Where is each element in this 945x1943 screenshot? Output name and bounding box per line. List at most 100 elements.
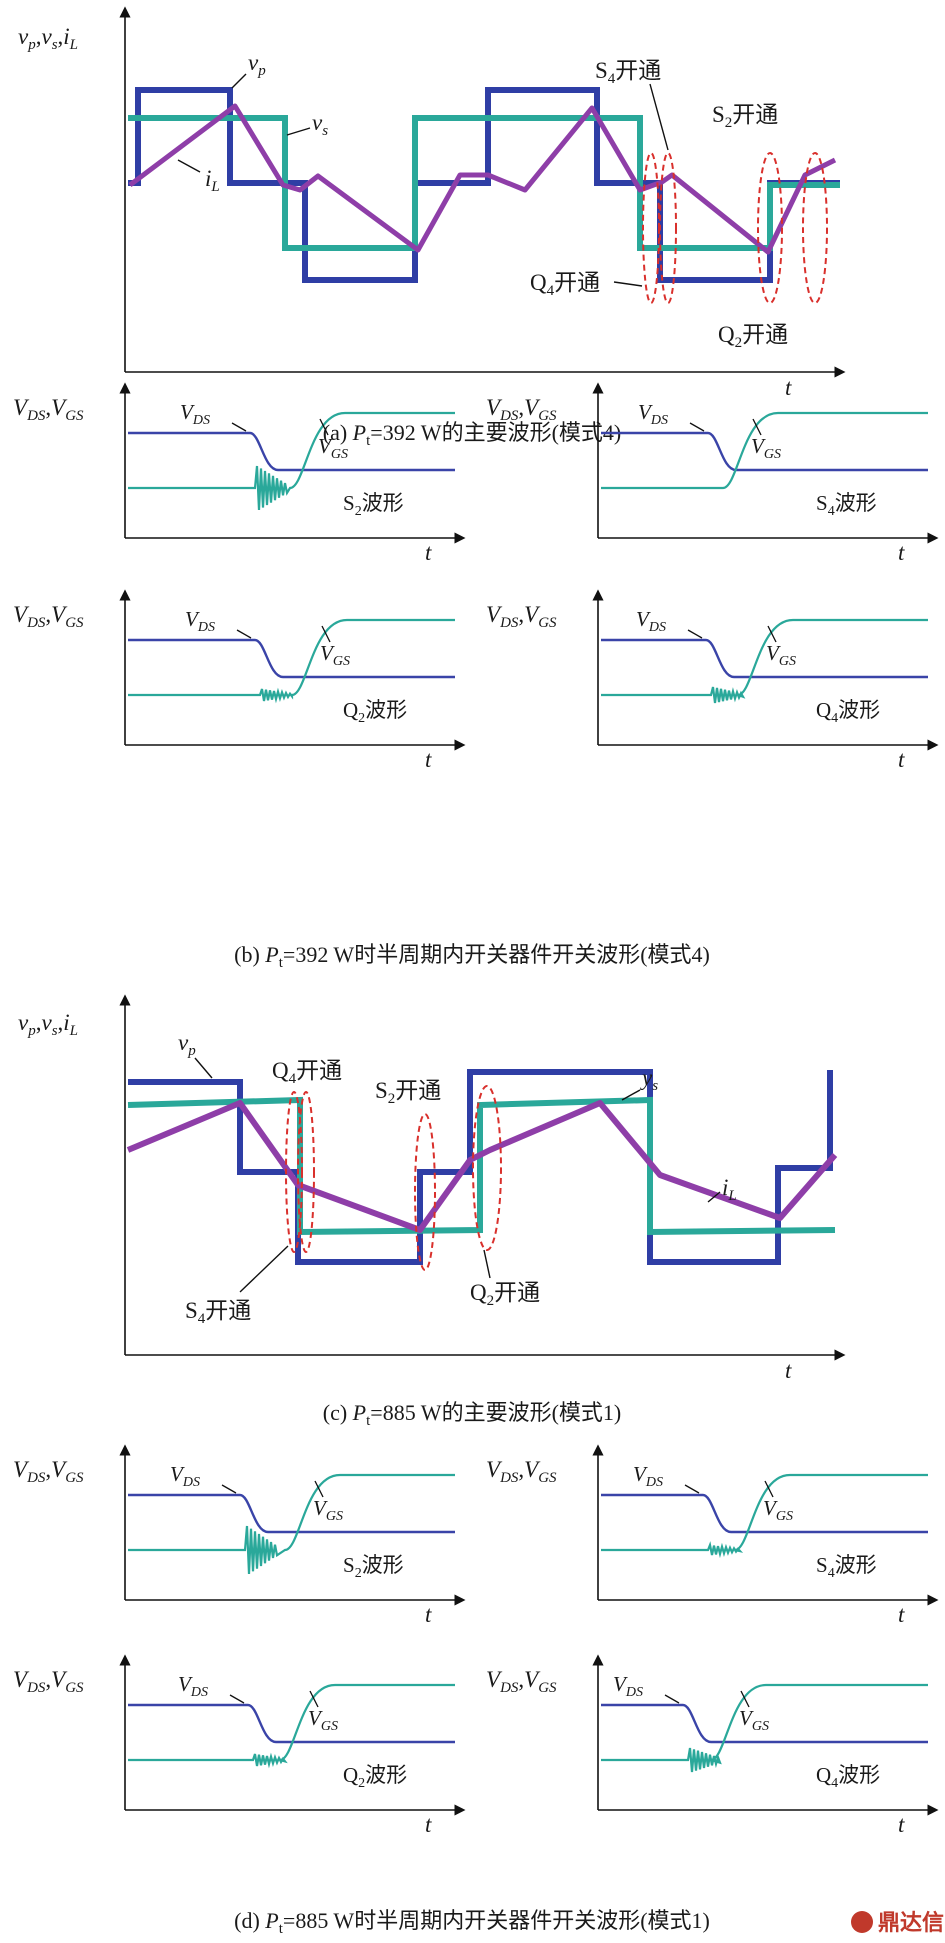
panel-c-vs-series	[127, 1096, 836, 1236]
vds-leader	[236, 629, 252, 639]
vgs-leader	[319, 418, 329, 436]
vgs-label: VGS	[766, 641, 796, 669]
device-name-label: S2波形	[343, 491, 404, 519]
vgs-series	[601, 618, 928, 704]
vgs-label: VGS	[313, 1496, 343, 1524]
panel-a-xlabel: t	[785, 375, 792, 400]
panel-a-S2-annotation: S2开通	[712, 102, 778, 131]
sub-ylabel: VDS,VGS	[13, 395, 84, 424]
sub-xlabel: t	[425, 1812, 432, 1837]
panel-a-iL-leader	[177, 159, 201, 173]
panel-c-S4-annotation: S4开通	[185, 1298, 251, 1327]
sub-ylabel: VDS,VGS	[486, 1457, 557, 1486]
sub-ylabel: VDS,VGS	[13, 1457, 84, 1486]
panel-c-caption: (c) Pt=885 W的主要波形(模式1)	[323, 1400, 621, 1429]
device-name-label: Q4波形	[816, 698, 880, 726]
device-name-label: S4波形	[816, 1553, 877, 1581]
vgs-series	[128, 1683, 455, 1769]
panel-b-sub-4: VDS,VGS t VDS VGS Q4波形	[486, 589, 939, 772]
vgs-leader	[752, 418, 762, 436]
panel-b: VDS,VGStVDSVGSS2波形VDS,VGStVDSVGSS4波形VDS,…	[13, 382, 939, 772]
vgs-leader	[764, 1480, 774, 1498]
vds-leader	[231, 422, 247, 432]
sub-xlabel: t	[898, 1602, 905, 1627]
sub-xlabel: t	[425, 1602, 432, 1627]
sub-ylabel: VDS,VGS	[486, 602, 557, 631]
vds-series	[128, 638, 455, 679]
vds-label: VDS	[185, 607, 215, 635]
panel-a-vs-label: vs	[312, 110, 328, 139]
watermark-text: 鼎达信	[878, 1910, 944, 1936]
vds-label: VDS	[633, 1462, 663, 1490]
vgs-label: VGS	[318, 434, 348, 462]
panel-c-S2-annotation: S2开通	[375, 1078, 441, 1107]
panel-d-caption: (d) Pt=885 W时半周期内开关器件开关波形(模式1)	[234, 1908, 710, 1937]
vds-leader	[687, 629, 703, 639]
panel-a-Q4-annotation: Q4开通	[530, 270, 600, 299]
vgs-label: VGS	[739, 1706, 769, 1734]
vds-series	[128, 1493, 455, 1534]
panel-c-switch-markers	[285, 1085, 502, 1271]
panel-c-Q2-annotation: Q2开通	[470, 1280, 540, 1309]
panel-a-vs-leader	[286, 127, 311, 136]
vds-leader	[229, 1694, 245, 1704]
vds-series	[128, 431, 455, 472]
vds-label: VDS	[178, 1672, 208, 1700]
sub-ylabel: VDS,VGS	[13, 602, 84, 631]
panel-a-vp-series	[128, 87, 840, 283]
vds-label: VDS	[180, 400, 210, 428]
vgs-series	[128, 1473, 455, 1575]
device-name-label: Q4波形	[816, 1763, 880, 1791]
vgs-leader	[767, 625, 777, 643]
panel-c-Q4-annotation: Q4开通	[272, 1058, 342, 1087]
vds-leader	[684, 1484, 700, 1494]
vds-label: VDS	[638, 400, 668, 428]
panel-c-vs-leader	[621, 1089, 641, 1101]
vgs-series	[601, 1473, 928, 1559]
panel-a-switch-markers	[642, 152, 828, 304]
vds-leader	[221, 1484, 237, 1494]
sub-xlabel: t	[898, 540, 905, 565]
panel-c-vp-label: vp	[178, 1030, 196, 1059]
vds-label: VDS	[636, 607, 666, 635]
panel-d-sub-2: VDS,VGS t VDS VGS S4波形	[486, 1444, 939, 1627]
vgs-label: VGS	[763, 1496, 793, 1524]
device-name-label: S2波形	[343, 1553, 404, 1581]
panel-c-vs-label: ys	[640, 1065, 658, 1094]
panel-a-S4-annotation: S4开通	[595, 58, 661, 87]
panel-a-Q4-leader	[613, 281, 643, 287]
panel-a-vp-leader	[231, 73, 247, 89]
vgs-label: VGS	[320, 641, 350, 669]
device-name-label: Q2波形	[343, 1763, 407, 1791]
panel-c: vp,vs,iL t vp ys iL Q4开通 S2开通 S4开通 Q2开通 …	[18, 994, 846, 1429]
panel-a-vp-label: vp	[248, 50, 266, 79]
panel-a-ylabel: vp,vs,iL	[18, 24, 78, 53]
vgs-series	[128, 411, 455, 511]
panel-c-Q2-leader	[483, 1249, 491, 1279]
vds-series	[601, 1703, 928, 1744]
vgs-label: VGS	[751, 434, 781, 462]
panel-c-iL-leader	[707, 1191, 721, 1203]
sub-ylabel: VDS,VGS	[13, 1667, 84, 1696]
vds-leader	[664, 1694, 680, 1704]
vds-label: VDS	[613, 1672, 643, 1700]
panel-b-caption: (b) Pt=392 W时半周期内开关器件开关波形(模式4)	[234, 942, 710, 971]
vgs-series	[601, 411, 928, 490]
panel-d: VDS,VGStVDSVGSS2波形VDS,VGStVDSVGSS4波形VDS,…	[13, 1444, 939, 1837]
panel-a-S4-leader	[649, 83, 669, 151]
sub-xlabel: t	[898, 1812, 905, 1837]
sub-xlabel: t	[898, 747, 905, 772]
panel-c-ylabel: vp,vs,iL	[18, 1010, 78, 1039]
panel-a: vp,vs,iL t vp vs iL S4开通 S2开通	[18, 6, 846, 449]
sub-xlabel: t	[425, 747, 432, 772]
panel-c-vp-leader	[194, 1057, 213, 1079]
panel-c-xlabel: t	[785, 1358, 792, 1383]
watermark: 鼎达信	[851, 1910, 944, 1936]
device-name-label: Q2波形	[343, 698, 407, 726]
panel-a-Q2-annotation: Q2开通	[718, 322, 788, 351]
vgs-label: VGS	[308, 1706, 338, 1734]
